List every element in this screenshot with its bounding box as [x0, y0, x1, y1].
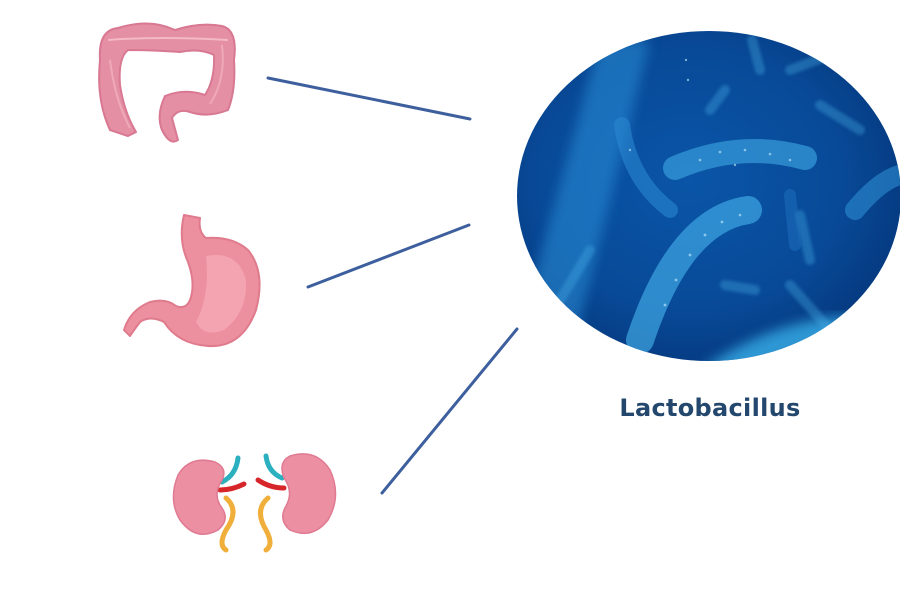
connector-kidneys [380, 327, 519, 495]
kidneys-icon [172, 453, 337, 553]
lactobacillus-image [517, 31, 900, 361]
connector-colon [266, 76, 472, 121]
lactobacillus-label: Lactobacillus [619, 394, 801, 422]
connector-stomach [306, 223, 471, 289]
colon-icon [98, 22, 236, 143]
stomach-icon [123, 214, 261, 348]
connector-lines [266, 76, 519, 495]
